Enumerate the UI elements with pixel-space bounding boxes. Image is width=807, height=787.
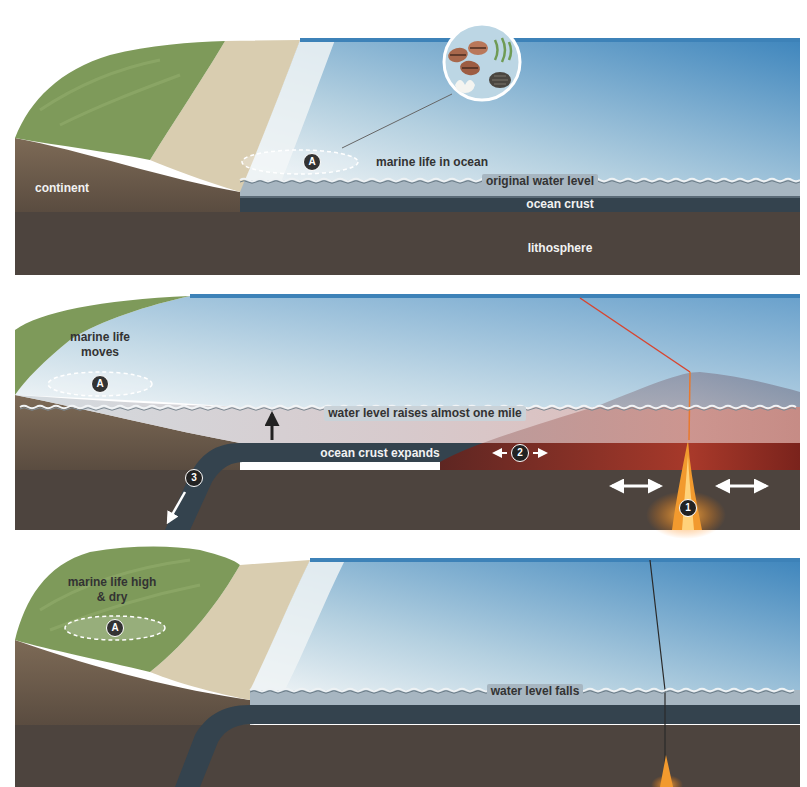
callout-number: 1 (679, 499, 697, 517)
part-label: marine life in ocean (376, 155, 488, 170)
callout-badge: A (303, 153, 321, 171)
panel-original (15, 24, 800, 275)
callout-number: 2 (511, 444, 529, 462)
part-label: water level raises almost one mile (324, 406, 525, 421)
part-label: marine life high & dry (67, 575, 157, 605)
part-label: water level falls (487, 684, 584, 699)
panel-fall (15, 546, 800, 787)
callout-number: 3 (185, 469, 203, 487)
part-label: ocean crust (526, 197, 593, 212)
callout-badge: A (106, 619, 124, 637)
part-label: lithosphere (528, 241, 593, 256)
panel-rise (15, 294, 800, 539)
wave-lines (20, 179, 800, 694)
part-label: ocean crust expands (320, 446, 439, 461)
callout-badge: A (91, 375, 109, 393)
part-label: continent (35, 181, 89, 196)
part-label: marine life moves (55, 330, 145, 360)
part-label: original water level (482, 174, 598, 189)
